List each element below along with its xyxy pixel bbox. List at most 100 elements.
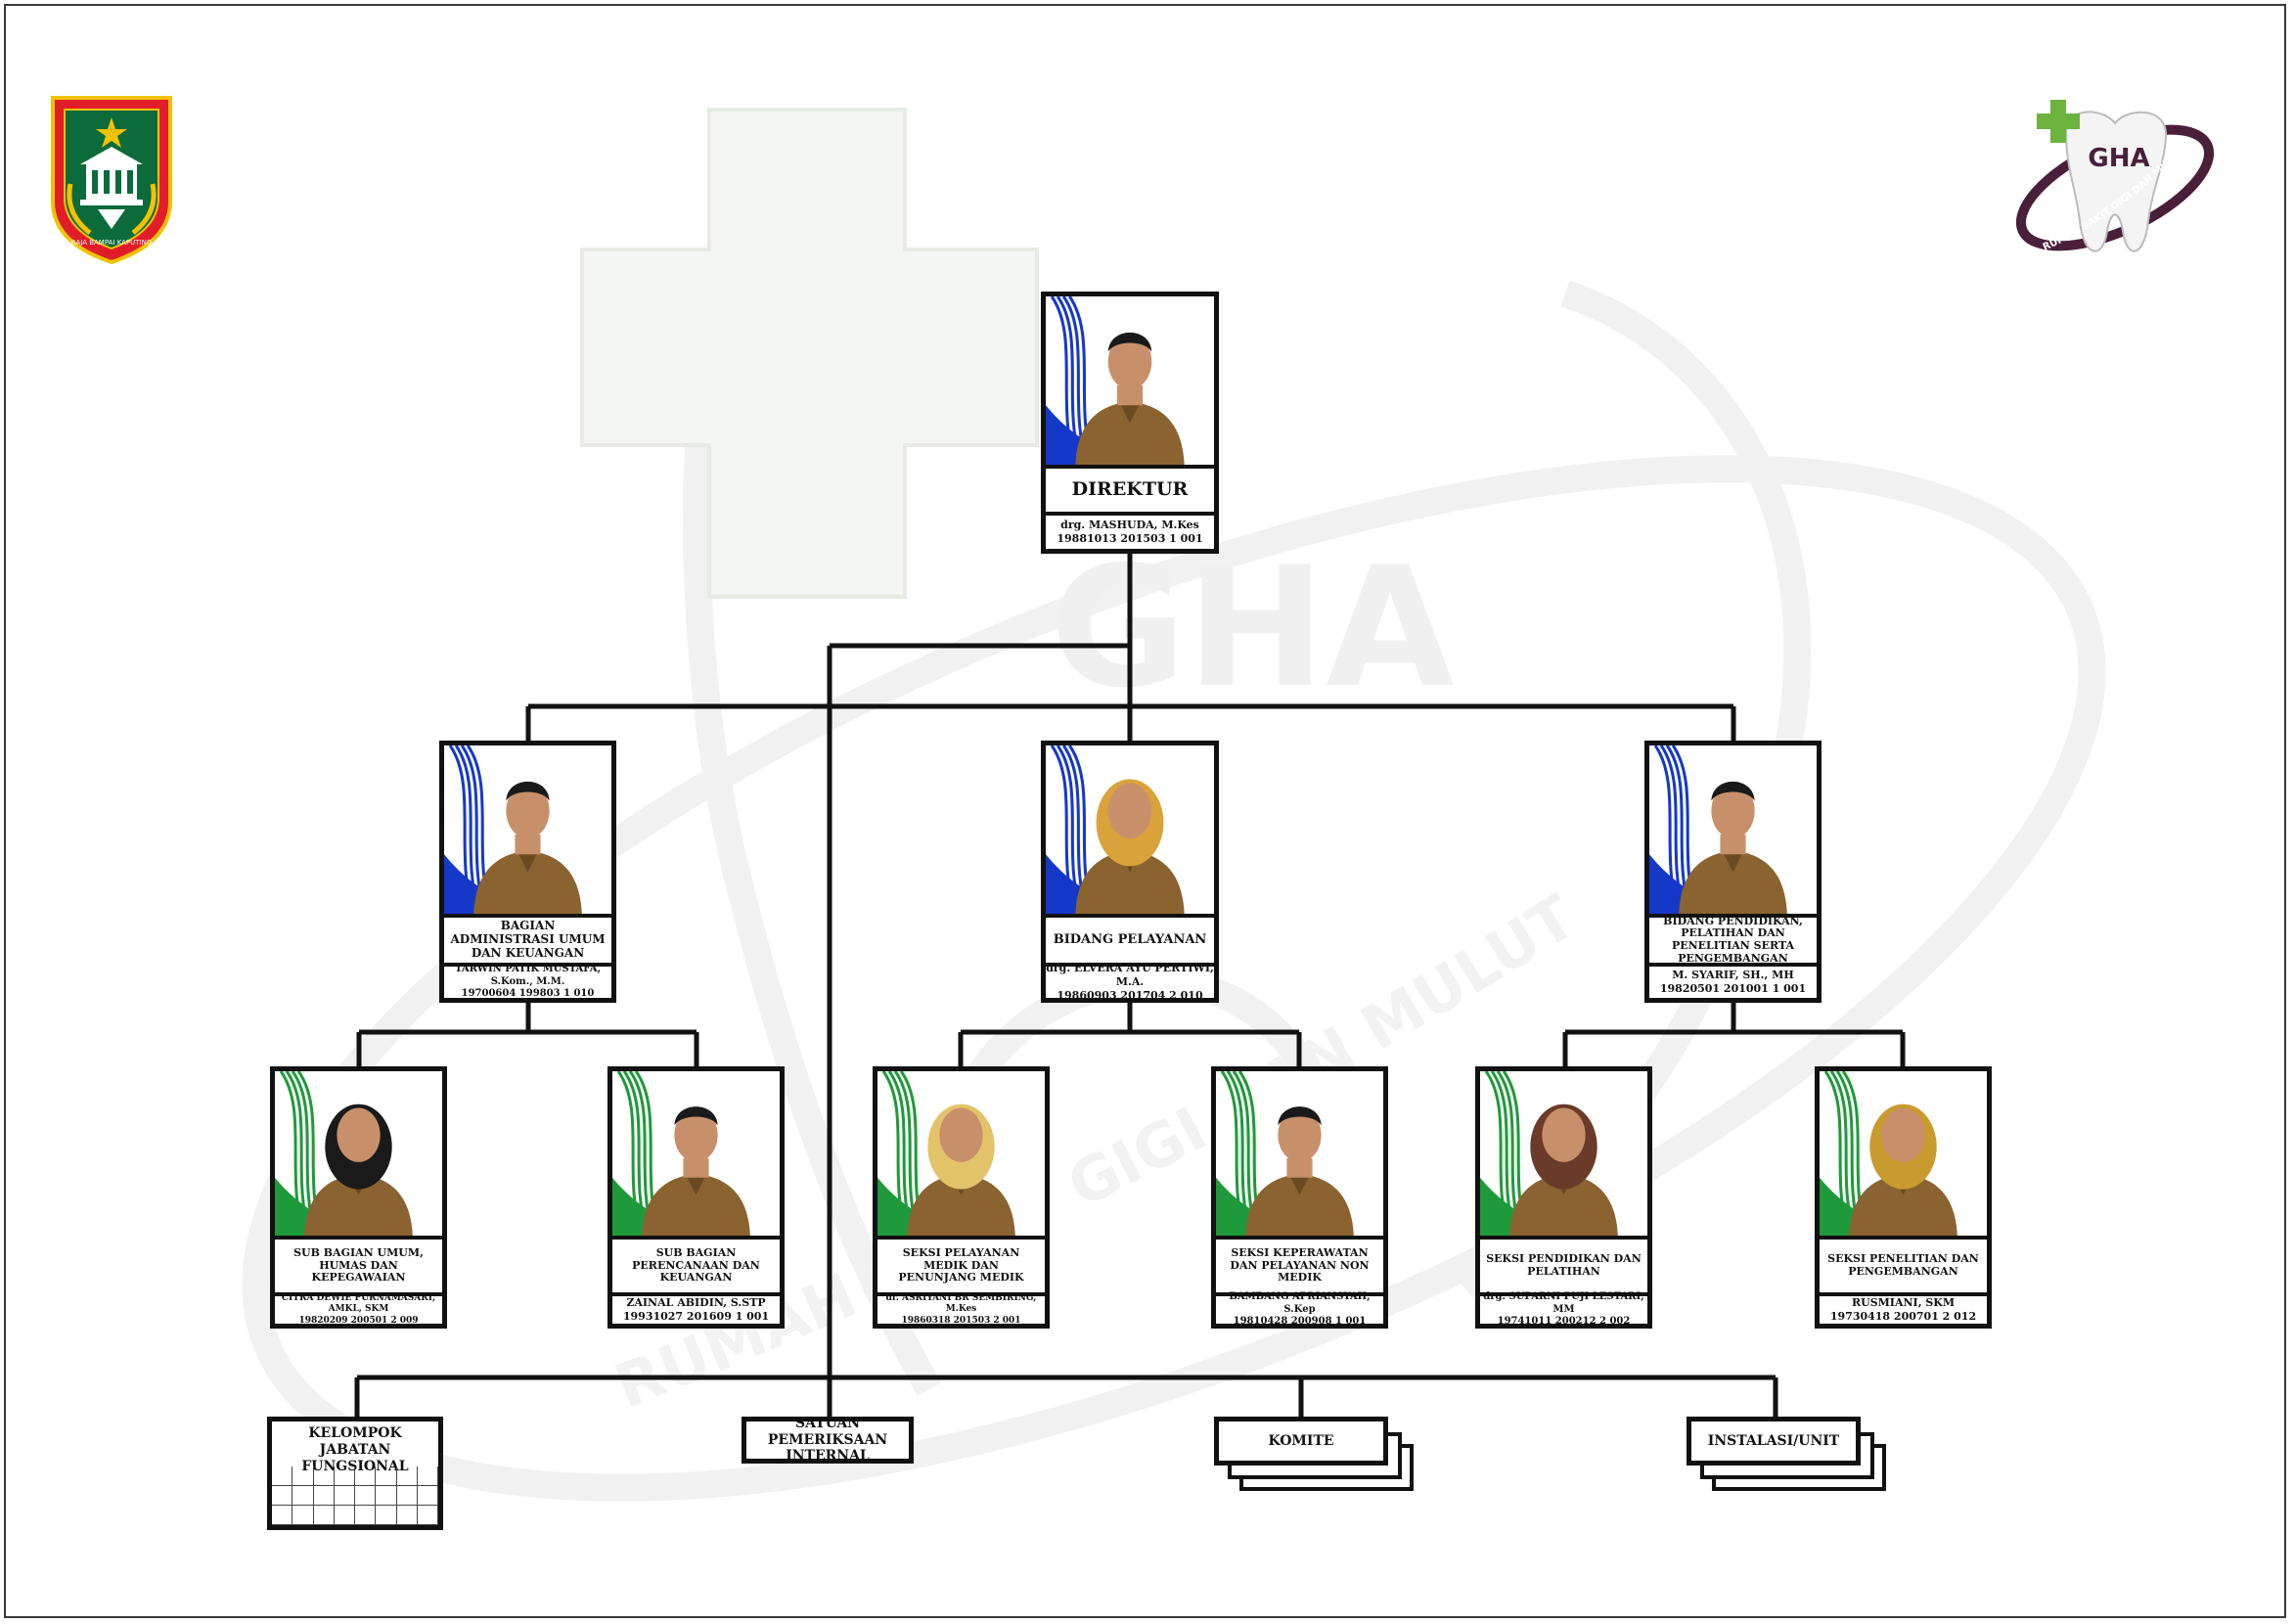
grid-cell: [272, 1486, 293, 1506]
person-photo: [1046, 745, 1214, 918]
person-photo: [1480, 1071, 1647, 1240]
person-photo: [877, 1071, 1045, 1240]
grid-cell: [334, 1486, 355, 1506]
box-label: KELOMPOK JABATAN FUNGSIONAL: [301, 1425, 409, 1474]
seksi-keperawatan-card: SEKSI KEPERAWATAN DAN PELAYANAN NON MEDI…: [1211, 1066, 1388, 1329]
person-info: CITRA DEWIE PURNAMASARI, AMKL, SKM 19820…: [275, 1293, 442, 1326]
seksi-pelayanan-medik-card: SEKSI PELAYANAN MEDIK DAN PENUNJANG MEDI…: [873, 1066, 1050, 1329]
person-nip: 19860318 201503 2 001: [901, 1315, 1021, 1326]
person-nip: 19730418 200701 2 012: [1829, 1310, 1977, 1323]
person-photo: [1820, 1071, 1987, 1240]
grid-cell: [334, 1466, 355, 1486]
gha-tooth-logo-icon: GHA RUMAH SAKIT GIGI DAN MULUT: [2005, 94, 2215, 253]
person-photo-icon: [1649, 745, 1787, 914]
grid-cell: [355, 1506, 377, 1525]
position-title: SUB BAGIAN PERENCANAAN DAN KEUANGAN: [612, 1240, 780, 1296]
satuan-pemeriksaan-box: SATUAN PEMERIKSAAN INTERNAL: [742, 1415, 914, 1465]
position-title: BIDANG PELAYANAN: [1046, 918, 1214, 967]
grid-cell: [313, 1466, 335, 1486]
person-name: CITRA DEWIE PURNAMASARI, AMKL, SKM: [281, 1293, 436, 1315]
grid-cell: [292, 1506, 314, 1525]
bidang-pendidikan-card: BIDANG PENDIDIKAN, PELATIHAN DAN PENELIT…: [1644, 741, 1822, 1003]
person-name: drg. MASHUDA, M.Kes: [1060, 519, 1199, 532]
person-name: BAMBANG APRIANSYAH, S.Kep: [1229, 1291, 1371, 1315]
person-nip: 19741011 200212 2 002: [1497, 1316, 1631, 1328]
person-photo-icon: [1046, 296, 1185, 465]
box-label: KOMITE: [1268, 1432, 1334, 1449]
kelompok-jabatan-box: KELOMPOK JABATAN FUNGSIONAL: [267, 1417, 443, 1530]
position-title: BIDANG PENDIDIKAN, PELATIHAN DAN PENELIT…: [1649, 915, 1817, 967]
grid-cell: [417, 1506, 438, 1525]
grid-cell: [272, 1506, 293, 1525]
person-name: M. SYARIF, SH., MH: [1672, 969, 1794, 982]
grid-cell: [334, 1506, 355, 1525]
grid-cell: [417, 1466, 438, 1486]
person-photo-icon: [1820, 1071, 1957, 1236]
position-title: SEKSI KEPERAWATAN DAN PELAYANAN NON MEDI…: [1216, 1240, 1383, 1296]
person-photo-icon: [877, 1071, 1015, 1236]
person-info: ZAINAL ABIDIN, S.STP 19931027 201609 1 0…: [612, 1296, 780, 1324]
position-title: SEKSI PENELITIAN DAN PENGEMBANGAN: [1820, 1240, 1987, 1296]
position-title: SEKSI PENDIDIKAN DAN PELATIHAN: [1480, 1240, 1647, 1296]
grid-cell: [355, 1486, 377, 1506]
kelompok-jabatan-grid: [272, 1466, 438, 1525]
person-info: RUSMIANI, SKM 19730418 200701 2 012: [1820, 1296, 1987, 1324]
person-name: drg. SUPARNI PUJI LESTARI, MM: [1483, 1291, 1644, 1315]
person-nip: 19810428 200908 1 001: [1233, 1316, 1367, 1328]
person-photo-icon: [444, 745, 582, 914]
grid-cell: [272, 1466, 293, 1486]
grid-cell: [396, 1506, 418, 1525]
position-title: DIREKTUR: [1046, 469, 1214, 516]
watermark-cross-icon: [580, 108, 1039, 599]
sub-bagian-umum-card: SUB BAGIAN UMUM, HUMAS DAN KEPEGAWAIAN C…: [270, 1066, 447, 1329]
person-info: drg. MASHUDA, M.Kes 19881013 201503 1 00…: [1046, 516, 1214, 549]
person-photo-icon: [1046, 745, 1185, 914]
person-nip: 19881013 201503 1 001: [1057, 532, 1203, 545]
position-title: SEKSI PELAYANAN MEDIK DAN PENUNJANG MEDI…: [877, 1240, 1045, 1296]
position-title: BAGIAN ADMINISTRASI UMUM DAN KEUANGAN: [444, 918, 611, 967]
page-frame: [4, 4, 2286, 1618]
box-label: SATUAN PEMERIKSAAN INTERNAL: [767, 1415, 888, 1465]
person-name: dr. ASRIYANI BR SEMBIRING, M.Kes: [885, 1293, 1037, 1315]
person-name: drg. ELVERA AYU PERTIWI, M.A.: [1046, 962, 1214, 989]
grid-cell: [376, 1466, 397, 1486]
grid-cell: [292, 1486, 314, 1506]
instalasi-box: INSTALASI/UNIT: [1687, 1417, 1861, 1466]
watermark-text: GHA: [1050, 531, 1454, 725]
grid-cell: [376, 1506, 397, 1525]
person-name: ZAINAL ABIDIN, S.STP: [626, 1296, 766, 1310]
person-nip: 19820209 200501 2 009: [298, 1315, 419, 1326]
person-nip: 19700604 199803 1 010: [461, 988, 595, 1000]
grid-cell: [417, 1486, 438, 1506]
person-info: dr. ASRIYANI BR SEMBIRING, M.Kes 1986031…: [877, 1293, 1045, 1326]
person-photo: [444, 745, 611, 918]
direktur-card: DIREKTUR drg. MASHUDA, M.Kes 19881013 20…: [1041, 292, 1219, 554]
position-title: SUB BAGIAN UMUM, HUMAS DAN KEPEGAWAIAN: [275, 1240, 442, 1296]
bidang-pelayanan-card: BIDANG PELAYANAN drg. ELVERA AYU PERTIWI…: [1041, 741, 1219, 1003]
person-info: drg. SUPARNI PUJI LESTARI, MM 19741011 2…: [1480, 1291, 1647, 1327]
person-nip: 19860903 201704 2 010: [1057, 988, 1203, 1002]
grid-cell: [313, 1506, 335, 1525]
emblem-motto: BAJA BAMPAI KAPUTING: [71, 239, 153, 247]
sub-bagian-perencanaan-card: SUB BAGIAN PERENCANAAN DAN KEUANGAN ZAIN…: [607, 1066, 785, 1329]
person-photo-icon: [275, 1071, 413, 1236]
grid-cell: [396, 1466, 418, 1486]
grid-cell: [355, 1466, 377, 1486]
bagian-administrasi-card: BAGIAN ADMINISTRASI UMUM DAN KEUANGAN TA…: [439, 741, 616, 1003]
person-nip: 19820501 201001 1 001: [1659, 982, 1807, 995]
person-info: M. SYARIF, SH., MH 19820501 201001 1 001: [1649, 967, 1817, 998]
person-photo: [1649, 745, 1817, 918]
person-nip: 19931027 201609 1 001: [622, 1310, 770, 1323]
grid-cell: [396, 1486, 418, 1506]
person-name: RUSMIANI, SKM: [1851, 1296, 1956, 1310]
grid-cell: [313, 1486, 335, 1506]
person-photo: [1216, 1071, 1383, 1240]
seksi-penelitian-card: SEKSI PENELITIAN DAN PENGEMBANGAN RUSMIA…: [1815, 1066, 1992, 1329]
komite-box: KOMITE: [1214, 1417, 1388, 1466]
grid-cell: [292, 1466, 314, 1486]
person-info: TARWIN PATIK MUSTAFA, S.Kom., M.M. 19700…: [444, 964, 611, 1000]
gha-logo-text: GHA: [2088, 144, 2149, 173]
seksi-pendidikan-card: SEKSI PENDIDIKAN DAN PELATIHAN drg. SUPA…: [1475, 1066, 1652, 1329]
grid-cell: [376, 1486, 397, 1506]
